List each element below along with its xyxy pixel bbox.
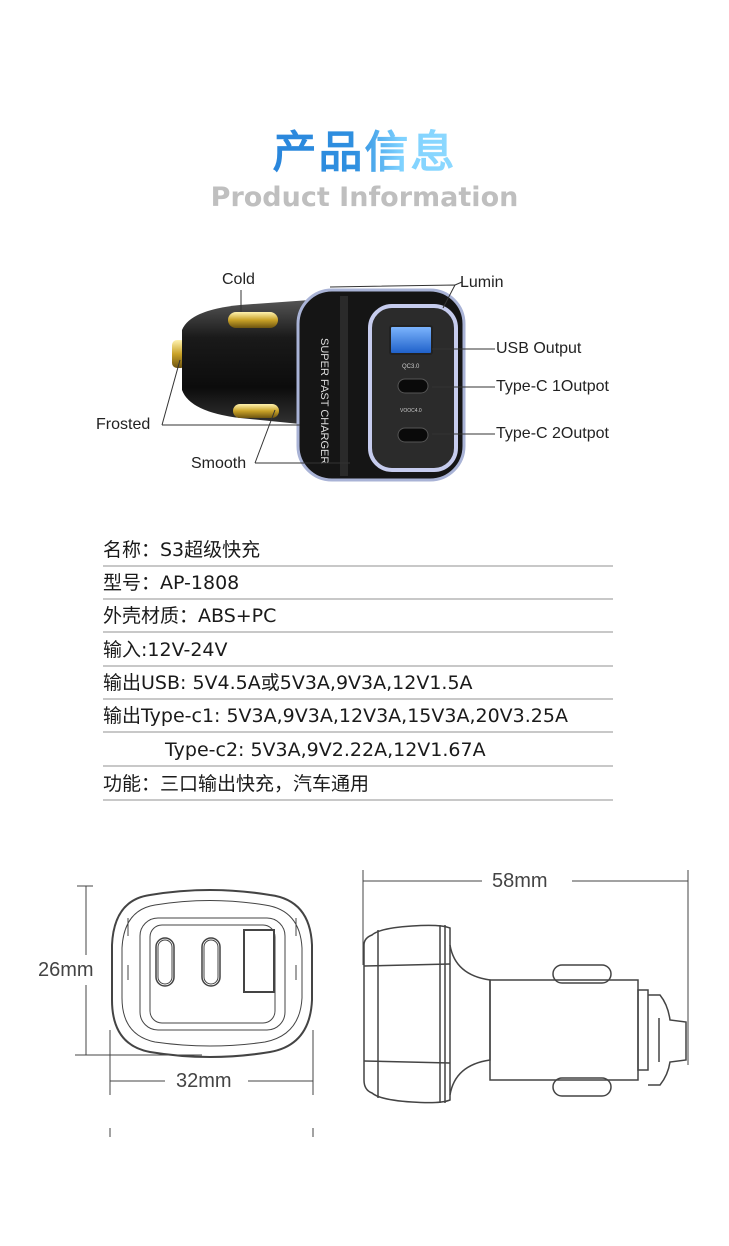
dimension-length-label: 58mm bbox=[486, 869, 554, 893]
dimension-height-label: 26mm bbox=[32, 958, 100, 982]
charger-barrel bbox=[182, 300, 310, 425]
spring-contact-bottom bbox=[233, 404, 279, 418]
callout-cold: Cold bbox=[222, 271, 255, 288]
qc-print: QC3.0 bbox=[402, 364, 420, 370]
side-print: SUPER FAST CHARGER bbox=[318, 338, 330, 464]
dimension-width-label: 32mm bbox=[170, 1069, 238, 1093]
spec-text: 型号：AP-1808 bbox=[103, 572, 240, 594]
page-title-cn-text: 产品信息 bbox=[272, 127, 457, 178]
page-title-cn: 产品信息 bbox=[0, 128, 729, 178]
callout-typec1: Type-C 1Outpot bbox=[496, 378, 609, 395]
typec1-port bbox=[397, 378, 429, 394]
front-view-drawing bbox=[111, 889, 313, 1058]
spring-contact-top bbox=[228, 312, 278, 328]
head-groove bbox=[340, 296, 348, 476]
spec-row-input: 输入:12V-24V bbox=[103, 635, 613, 667]
callout-lines bbox=[161, 281, 495, 464]
spec-row-function: 功能：三口输出快充，汽车通用 bbox=[103, 769, 613, 801]
spec-row-typec1-output: 输出Type-c1: 5V3A,9V3A,12V3A,15V3A,20V3.25… bbox=[103, 701, 613, 733]
vooc-print: VOOC4.0 bbox=[400, 408, 422, 414]
callout-frosted: Frosted bbox=[96, 416, 151, 433]
product-illustration: SUPER FAST CHARGER QC3.0 VOOC4.0 bbox=[161, 281, 495, 482]
usb-port bbox=[389, 325, 433, 355]
side-view-drawing bbox=[363, 924, 687, 1104]
page-title-en: Product Information bbox=[210, 182, 519, 213]
spec-text: 输出USB: 5V4.5A或5V3A,9V3A,12V1.5A bbox=[103, 672, 473, 694]
front-dimension-lines bbox=[75, 885, 314, 1137]
spec-text: 外壳材质：ABS+PC bbox=[103, 605, 277, 627]
spec-row-name: 名称：S3超级快充 bbox=[103, 535, 613, 567]
callout-lumin: Lumin bbox=[460, 274, 504, 291]
side-dimension-lines bbox=[362, 870, 689, 1065]
callout-typec2: Type-C 2Outpot bbox=[496, 425, 609, 442]
spec-text: 输入:12V-24V bbox=[103, 639, 228, 661]
spec-row-material: 外壳材质：ABS+PC bbox=[103, 601, 613, 633]
typec2-port bbox=[397, 427, 429, 443]
spec-row-typec2-output: Type-c2: 5V3A,9V2.22A,12V1.67A bbox=[103, 735, 613, 767]
callout-usb-output: USB Output bbox=[496, 340, 582, 357]
spec-row-usb-output: 输出USB: 5V4.5A或5V3A,9V3A,12V1.5A bbox=[103, 668, 613, 700]
spec-row-model: 型号：AP-1808 bbox=[103, 568, 613, 600]
callout-smooth: Smooth bbox=[191, 455, 247, 472]
spec-text: 输出Type-c1: 5V3A,9V3A,12V3A,15V3A,20V3.25… bbox=[103, 705, 568, 727]
spec-text: Type-c2: 5V3A,9V2.22A,12V1.67A bbox=[165, 739, 486, 761]
spec-text: 功能：三口输出快充，汽车通用 bbox=[103, 773, 370, 795]
spec-text: 名称：S3超级快充 bbox=[103, 539, 261, 561]
